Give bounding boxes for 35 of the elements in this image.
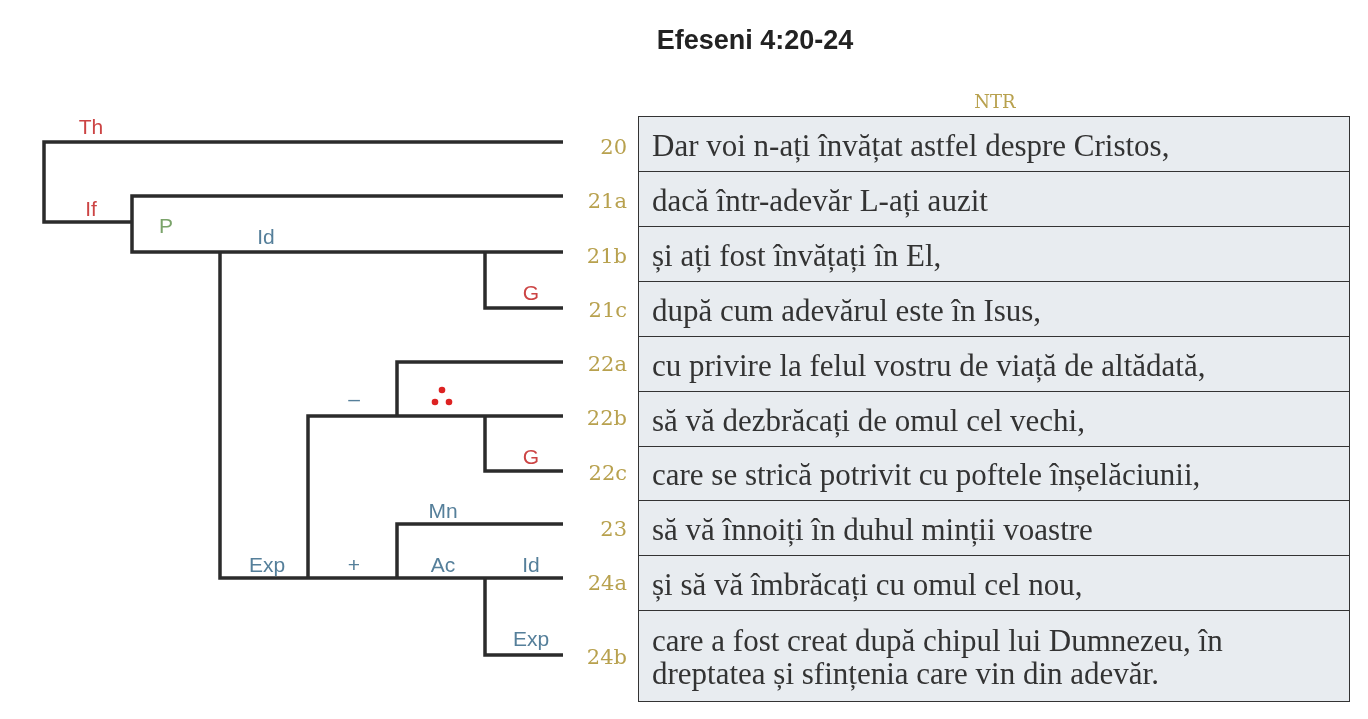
relation-label: G bbox=[522, 445, 540, 467]
verse-text: dacă într-adevăr L-ați auzit bbox=[638, 171, 1350, 227]
verse-text: și să vă îmbrăcați cu omul cel nou, bbox=[638, 555, 1350, 611]
verse-text: să vă înnoiți în duhul minții voastre bbox=[638, 500, 1350, 556]
relation-label: Id bbox=[257, 225, 275, 247]
relation-label: Exp bbox=[512, 627, 550, 649]
relation-label: Exp bbox=[248, 553, 286, 575]
column-header: NTR bbox=[974, 93, 1016, 111]
verse-number: 24a bbox=[587, 572, 627, 594]
relation-label: Ac bbox=[430, 553, 456, 575]
relation-label: If bbox=[85, 197, 97, 219]
verse-text: care se strică potrivit cu poftele înșelăciunii, bbox=[638, 446, 1350, 501]
diagram-title: Efeseni 4:20-24 bbox=[656, 24, 854, 56]
verse-number: 20 bbox=[600, 136, 627, 158]
verse-text: să vă dezbrăcați de omul cel vechi, bbox=[638, 391, 1350, 447]
relation-label: + bbox=[347, 553, 361, 575]
verse-number: 21b bbox=[586, 245, 627, 267]
verse-number: 21a bbox=[587, 190, 627, 212]
verse-text: Dar voi n-ați învățat astfel despre Cristos, bbox=[638, 116, 1350, 172]
verse-text: și ați fost învățați în El, bbox=[638, 226, 1350, 282]
relation-label: – bbox=[348, 387, 360, 409]
relation-label: Mn bbox=[428, 499, 458, 521]
verse-number: 23 bbox=[600, 518, 627, 540]
verse-number: 24b bbox=[586, 646, 627, 668]
verse-number: 22c bbox=[588, 462, 627, 484]
relation-label: Th bbox=[78, 115, 104, 137]
verse-number: 22a bbox=[587, 353, 627, 375]
relation-label: Id bbox=[522, 553, 540, 575]
verse-number: 22b bbox=[586, 407, 627, 429]
verse-text: cu privire la felul vostru de viață de altădată, bbox=[638, 336, 1350, 392]
verse-text: care a fost creat după chipul lui Dumnezeu, în dreptatea și sfințenia care vin din adevăr. bbox=[638, 610, 1350, 702]
relation-label: G bbox=[522, 281, 540, 303]
relation-label: P bbox=[159, 214, 173, 236]
verse-text: după cum adevărul este în Isus, bbox=[638, 281, 1350, 337]
verse-number: 21c bbox=[588, 299, 627, 321]
